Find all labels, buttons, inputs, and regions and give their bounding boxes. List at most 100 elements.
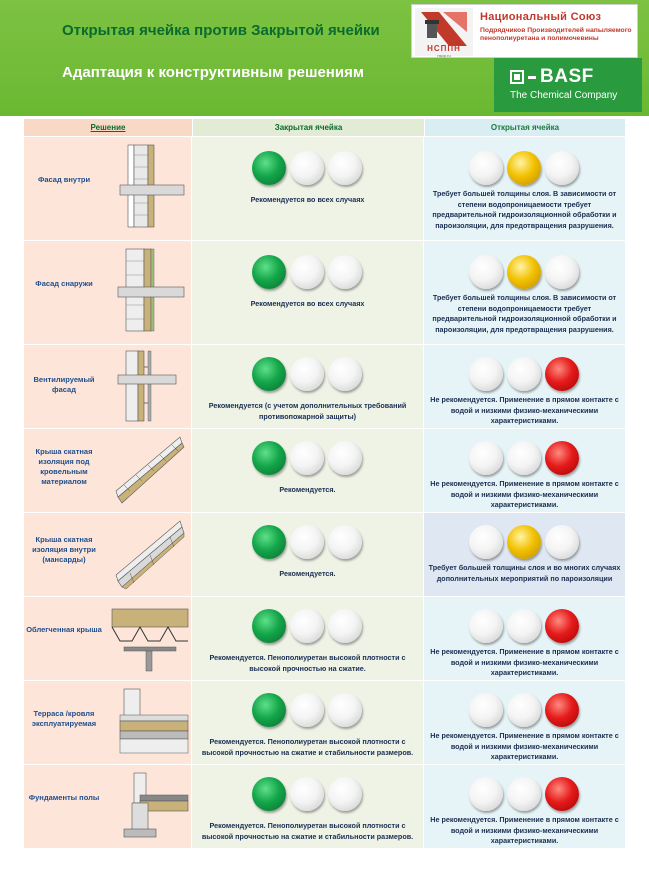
closed-traffic-lights bbox=[252, 525, 362, 559]
closed-cell: Рекомендуется. bbox=[192, 429, 424, 512]
red-light-icon bbox=[545, 693, 579, 727]
red-light-icon bbox=[545, 777, 579, 811]
light-roof-sketch bbox=[110, 601, 190, 680]
off-light-icon bbox=[469, 609, 503, 643]
off-light-icon bbox=[290, 357, 324, 391]
union-description: Подрядчиков Производителей напыляемого п… bbox=[480, 27, 632, 42]
off-light-icon bbox=[469, 777, 503, 811]
union-name: Национальный Союз bbox=[480, 11, 602, 23]
basf-square-icon bbox=[510, 70, 524, 84]
off-light-icon bbox=[507, 693, 541, 727]
closed-cell: Рекомендуется во всех случаях bbox=[192, 241, 424, 344]
open-note: Требует большей толщины слоя. В зависимо… bbox=[432, 189, 617, 230]
col-header-solution: Решение bbox=[24, 119, 192, 137]
open-traffic-lights bbox=[469, 609, 579, 643]
off-light-icon bbox=[469, 255, 503, 289]
closed-traffic-lights bbox=[252, 609, 362, 643]
off-light-icon bbox=[507, 357, 541, 391]
open-cell: Требует большей толщины слоя. В зависимо… bbox=[424, 137, 625, 240]
closed-note: Рекомендуется. Пенополиуретан высокой пл… bbox=[209, 653, 406, 673]
off-light-icon bbox=[328, 151, 362, 185]
solution-label: Крыша скатная изоляция под кровельным ма… bbox=[35, 447, 93, 486]
col-header-closed: Закрытая ячейка bbox=[192, 119, 424, 137]
closed-traffic-lights bbox=[252, 777, 362, 811]
off-light-icon bbox=[469, 151, 503, 185]
basf-logo: BASF The Chemical Company bbox=[494, 58, 642, 112]
off-light-icon bbox=[290, 255, 324, 289]
open-traffic-lights bbox=[469, 255, 579, 289]
closed-note: Рекомендуется. bbox=[279, 569, 336, 578]
solution-label: Вентилируемый фасад bbox=[33, 375, 95, 394]
yellow-light-icon bbox=[507, 525, 541, 559]
open-cell: Не рекомендуется. Применение в прямом ко… bbox=[424, 429, 625, 512]
closed-note: Рекомендуется во всех случаях bbox=[250, 195, 365, 204]
off-light-icon bbox=[290, 777, 324, 811]
open-note: Требует большей толщины слоя. В зависимо… bbox=[432, 293, 617, 334]
open-traffic-lights bbox=[469, 693, 579, 727]
solution-label: Облегченная крыша bbox=[26, 625, 102, 634]
solution-label: Крыша скатная изоляция внутри (мансарды) bbox=[32, 535, 96, 564]
basf-tagline: The Chemical Company bbox=[510, 90, 618, 101]
solution-label: Фундаменты полы bbox=[28, 793, 100, 802]
off-light-icon bbox=[545, 255, 579, 289]
table-row: Фасад снаружи Рекомендуется во всех случ… bbox=[24, 241, 625, 345]
green-light-icon bbox=[252, 441, 286, 475]
page-subtitle: Адаптация к конструктивным решениям bbox=[62, 64, 364, 81]
open-cell: Требует большей толщины слоя. В зависимо… bbox=[424, 241, 625, 344]
open-cell: Не рекомендуется. Применение в прямом ко… bbox=[424, 597, 625, 680]
comparison-table: Решение Закрытая ячейка Открытая ячейка … bbox=[24, 119, 625, 849]
off-light-icon bbox=[290, 693, 324, 727]
solution-cell: Фасад внутри bbox=[24, 137, 192, 240]
off-light-icon bbox=[545, 151, 579, 185]
green-light-icon bbox=[252, 255, 286, 289]
table-body: Фасад внутри Рекомендуется во всех случа… bbox=[24, 137, 625, 849]
basf-name: BASF bbox=[540, 66, 594, 87]
closed-traffic-lights bbox=[252, 151, 362, 185]
closed-cell: Рекомендуется. Пенополиуретан высокой пл… bbox=[192, 765, 424, 848]
closed-note: Рекомендуется во всех случаях bbox=[250, 299, 365, 308]
off-light-icon bbox=[507, 441, 541, 475]
closed-cell: Рекомендуется. Пенополиуретан высокой пл… bbox=[192, 681, 424, 764]
off-light-icon bbox=[328, 357, 362, 391]
open-cell: Требует большей толщины слоя и во многих… bbox=[424, 513, 625, 596]
open-traffic-lights bbox=[469, 441, 579, 475]
red-light-icon bbox=[545, 441, 579, 475]
closed-note: Рекомендуется. Пенополиуретан высокой пл… bbox=[201, 821, 414, 841]
wall-inside-sketch bbox=[110, 141, 190, 236]
off-light-icon bbox=[328, 441, 362, 475]
union-site: nspp.ru bbox=[437, 53, 451, 58]
attic-roof-sketch bbox=[110, 517, 190, 596]
table-row: Вентилируемый фасад Рекомендуется (с уче… bbox=[24, 345, 625, 429]
closed-traffic-lights bbox=[252, 693, 362, 727]
closed-cell: Рекомендуется (с учетом дополнительных т… bbox=[192, 345, 424, 428]
open-traffic-lights bbox=[469, 777, 579, 811]
solution-cell: Фасад снаружи bbox=[24, 241, 192, 344]
page-title: Открытая ячейка против Закрытой ячейки bbox=[62, 22, 380, 39]
off-light-icon bbox=[290, 151, 324, 185]
solution-label: Фасад снаружи bbox=[35, 279, 93, 288]
open-note: Не рекомендуется. Применение в прямом ко… bbox=[430, 479, 619, 509]
open-traffic-lights bbox=[469, 525, 579, 559]
foundation-sketch bbox=[110, 769, 190, 848]
off-light-icon bbox=[328, 609, 362, 643]
solution-cell: Облегченная крыша bbox=[24, 597, 192, 680]
closed-cell: Рекомендуется. Пенополиуретан высокой пл… bbox=[192, 597, 424, 680]
table-row: Крыша скатная изоляция внутри (мансарды)… bbox=[24, 513, 625, 597]
table-row: Фасад внутри Рекомендуется во всех случа… bbox=[24, 137, 625, 241]
union-abbr: НСППН bbox=[427, 44, 461, 53]
ventilated-facade-sketch bbox=[110, 349, 190, 428]
off-light-icon bbox=[328, 777, 362, 811]
open-note: Не рекомендуется. Применение в прямом ко… bbox=[430, 815, 619, 845]
closed-note: Рекомендуется. bbox=[279, 485, 336, 494]
yellow-light-icon bbox=[507, 255, 541, 289]
union-logo-icon: НСППН nspp.ru bbox=[415, 8, 473, 58]
solution-cell: Вентилируемый фасад bbox=[24, 345, 192, 428]
green-light-icon bbox=[252, 151, 286, 185]
solution-label: Фасад внутри bbox=[37, 175, 91, 184]
solution-cell: Крыша скатная изоляция внутри (мансарды) bbox=[24, 513, 192, 596]
page-header: Открытая ячейка против Закрытой ячейки А… bbox=[0, 0, 649, 116]
open-note: Не рекомендуется. Применение в прямом ко… bbox=[430, 731, 619, 761]
basf-dash-icon bbox=[528, 75, 536, 79]
off-light-icon bbox=[507, 609, 541, 643]
off-light-icon bbox=[328, 255, 362, 289]
